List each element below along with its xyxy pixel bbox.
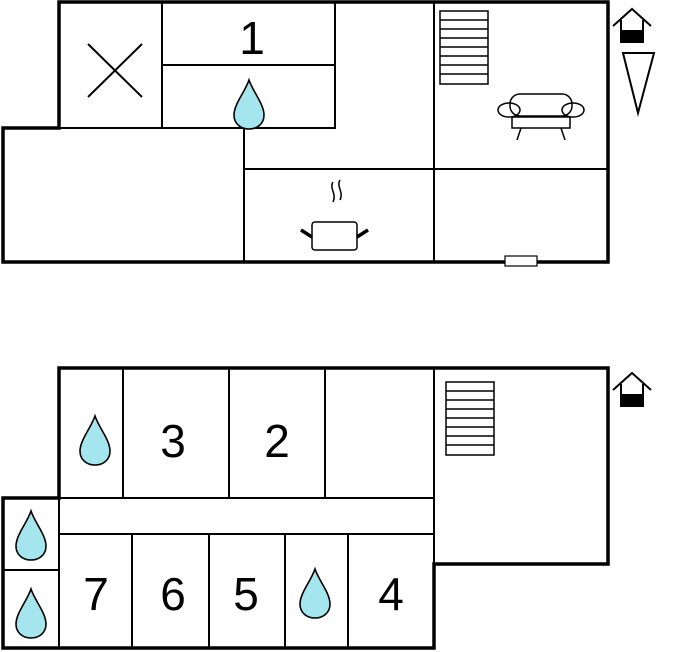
water-drop-icon bbox=[79, 415, 111, 466]
room-1-wall bbox=[162, 2, 336, 129]
room-number-1: 1 bbox=[239, 12, 265, 64]
room-number-7: 7 bbox=[83, 568, 109, 620]
room-number-2: 2 bbox=[264, 415, 290, 467]
north-arrow-icon bbox=[621, 52, 656, 117]
sofa-icon bbox=[497, 93, 585, 141]
water-drop-icon bbox=[233, 79, 265, 130]
lower-top-row-walls bbox=[59, 368, 435, 564]
window-icon bbox=[504, 255, 538, 267]
stairs-icon bbox=[445, 381, 495, 456]
toilet-icon bbox=[87, 43, 143, 98]
water-drop-icon bbox=[15, 588, 47, 639]
kitchen-wall bbox=[244, 2, 608, 262]
stairs-icon bbox=[439, 10, 489, 85]
cooking-pot-icon bbox=[300, 179, 369, 251]
house-entrance-icon bbox=[612, 372, 652, 407]
room-number-4: 4 bbox=[378, 568, 404, 620]
room-number-5: 5 bbox=[233, 568, 259, 620]
lower-bottom-row-walls bbox=[3, 498, 349, 648]
upper-floor: 1 bbox=[1, 0, 656, 267]
room-number-6: 6 bbox=[160, 568, 186, 620]
upper-floor-outer-wall bbox=[1, 0, 610, 264]
water-drop-icon bbox=[15, 510, 47, 561]
house-entrance-icon bbox=[612, 8, 652, 43]
room-number-3: 3 bbox=[160, 415, 186, 467]
water-drop-icon bbox=[299, 568, 331, 619]
lower-floor-outer-wall bbox=[1, 366, 610, 650]
lower-floor: 3 2 7 6 5 4 bbox=[1, 366, 652, 650]
